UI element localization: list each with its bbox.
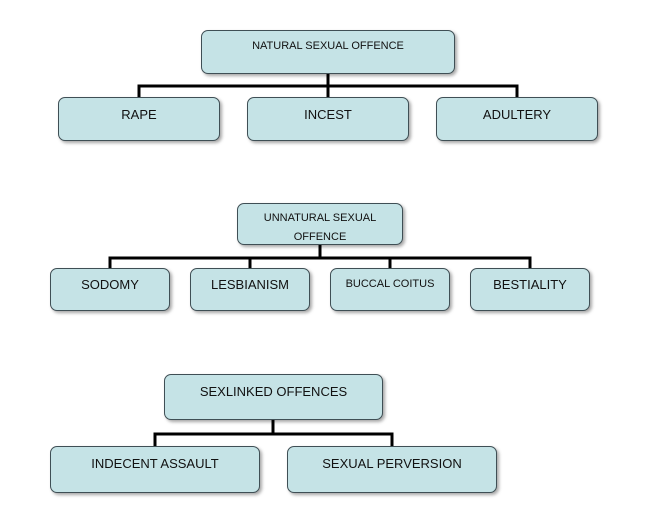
- node-label: NATURAL SEXUAL OFFENCE: [252, 40, 404, 52]
- sexual-perversion-node: SEXUAL PERVERSION: [287, 446, 497, 493]
- bestiality-node: BESTIALITY: [470, 268, 590, 311]
- natural-sexual-offence-node: NATURAL SEXUAL OFFENCE: [201, 30, 455, 74]
- sodomy-node: SODOMY: [50, 268, 170, 311]
- lesbianism-node: LESBIANISM: [190, 268, 310, 311]
- node-label: BUCCAL COITUS: [345, 278, 435, 290]
- node-label: SODOMY: [81, 277, 139, 292]
- node-label: LESBIANISM: [210, 277, 290, 292]
- node-label: INCEST: [304, 107, 352, 122]
- buccal-coitus-node: BUCCAL COITUS: [330, 268, 450, 311]
- incest-node: INCEST: [247, 97, 409, 141]
- unnatural-sexual-offence-node: UNNATURAL SEXUAL OFFENCE: [237, 203, 403, 245]
- node-label: BESTIALITY: [493, 277, 567, 292]
- sexlinked-offences-node: SEXLINKED OFFENCES: [164, 374, 383, 420]
- node-label-line-2: OFFENCE: [293, 231, 347, 244]
- node-label: RAPE: [121, 107, 157, 122]
- node-label: SEXUAL PERVERSION: [322, 456, 462, 471]
- rape-node: RAPE: [58, 97, 220, 141]
- node-label-line-1: UNNATURAL SEXUAL: [263, 212, 377, 224]
- node-label: INDECENT ASSAULT: [91, 456, 219, 471]
- adultery-node: ADULTERY: [436, 97, 598, 141]
- node-label: SEXLINKED OFFENCES: [199, 384, 348, 399]
- indecent-assault-node: INDECENT ASSAULT: [50, 446, 260, 493]
- node-label: ADULTERY: [482, 107, 552, 122]
